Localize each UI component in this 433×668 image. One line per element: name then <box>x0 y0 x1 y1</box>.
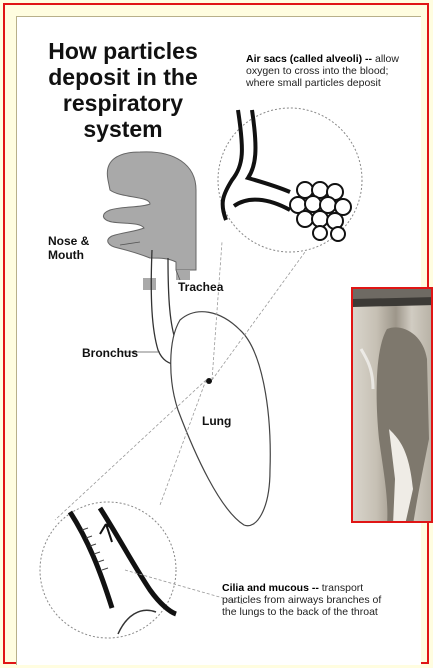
head-silhouette <box>103 152 196 270</box>
throat-gap <box>143 278 156 290</box>
title-line-4: system <box>28 116 218 142</box>
coal-miner-photo <box>351 287 433 523</box>
label-trachea: Trachea <box>178 280 223 294</box>
cilia-caption-line-2: particles from airways branches of <box>222 594 381 606</box>
title-line-3: respiratory <box>28 90 218 116</box>
alveoli-caption-line-1: allow <box>375 53 399 65</box>
label-nose-mouth: Nose & Mouth <box>48 234 89 262</box>
label-mouth-line: Mouth <box>48 248 84 262</box>
label-lung: Lung <box>202 414 231 428</box>
cilia-caption-line-3: the lungs to the back of the throat <box>222 606 378 618</box>
particle-dot <box>206 378 212 384</box>
alveoli-caption-line-3: where small particles deposit <box>246 77 381 89</box>
cilia-caption-line-1: transport <box>322 582 363 594</box>
diagram-title: How particles deposit in the respiratory… <box>28 38 218 142</box>
cilia-caption: Cilia and mucous -- transport particles … <box>222 582 422 618</box>
alveoli-caption-line-2: oxygen to cross into the blood; <box>246 65 388 77</box>
title-line-2: deposit in the <box>28 64 218 90</box>
alveoli-caption: Air sacs (called alveoli) -- allow oxyge… <box>246 53 416 89</box>
alveoli-caption-heading: Air sacs (called alveoli) -- <box>246 53 372 65</box>
label-bronchus: Bronchus <box>82 346 138 360</box>
title-line-1: How particles <box>28 38 218 64</box>
cilia-caption-heading: Cilia and mucous -- <box>222 582 319 594</box>
label-nose-line: Nose & <box>48 234 89 248</box>
photo-content <box>353 289 433 523</box>
